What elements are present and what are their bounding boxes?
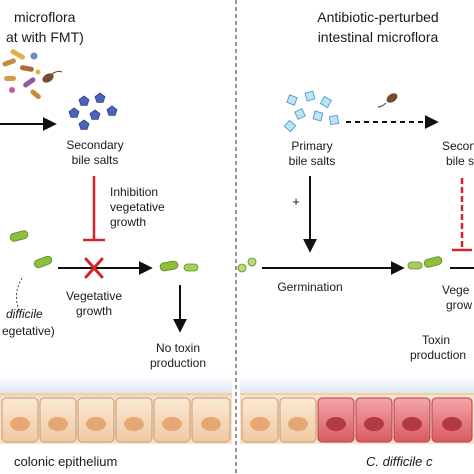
no-toxin-line1: No toxin	[156, 341, 200, 355]
vegetative-cell-icon-right	[159, 260, 199, 272]
left-vegetative-line2: growth	[76, 304, 112, 318]
vegetative-cell-icon	[9, 230, 53, 269]
epithelial-cell-icon	[1, 397, 231, 443]
left-epithelium-label: colonic epithelium	[14, 454, 117, 469]
spore-icon	[237, 257, 257, 273]
primary-bile-salt-icon	[283, 90, 340, 133]
right-primary-line2: bile salts	[289, 154, 336, 168]
inhibition-x-icon	[84, 257, 104, 279]
bacteria-cluster-icon	[2, 49, 63, 100]
left-epithelium	[0, 368, 232, 444]
left-secondary-line2: bile salts	[72, 153, 119, 167]
right-vegetative-line1: Vege	[442, 283, 470, 297]
right-epithelium	[240, 368, 474, 444]
inhibition-line2: vegetative	[110, 200, 165, 214]
inhibition-line3: growth	[110, 215, 146, 229]
left-cdiff-line1: difficile	[6, 307, 43, 321]
inhibition-line1: Inhibition	[110, 185, 158, 199]
right-toxin-line1: Toxin	[422, 333, 450, 347]
left-title-line2: at with FMT)	[6, 29, 84, 45]
no-toxin-line2: production	[150, 356, 206, 370]
right-secondary-line1: Secon	[442, 139, 474, 153]
left-title-line1: microflora	[14, 9, 76, 25]
right-title-line1: Antibiotic-perturbed	[317, 9, 438, 25]
right-primary-line1: Primary	[291, 139, 332, 153]
right-title-line2: intestinal microflora	[318, 29, 439, 45]
right-toxin-line2: production	[410, 348, 466, 362]
germination-label: Germination	[277, 280, 342, 294]
right-secondary-line2: bile s	[446, 154, 474, 168]
left-secondary-line1: Secondary	[66, 138, 123, 152]
bacterium-icon	[377, 93, 398, 108]
plus-sign: +	[292, 194, 300, 209]
right-vegetative-line2: grow	[446, 298, 472, 312]
left-cdiff-line2: egetative)	[2, 324, 55, 338]
vegetative-cell-icon-right-panel	[407, 256, 443, 270]
right-cdiff-label: C. difficile c	[366, 454, 433, 469]
secondary-bile-salt-icon	[68, 92, 118, 130]
left-vegetative-line1: Vegetative	[66, 289, 122, 303]
